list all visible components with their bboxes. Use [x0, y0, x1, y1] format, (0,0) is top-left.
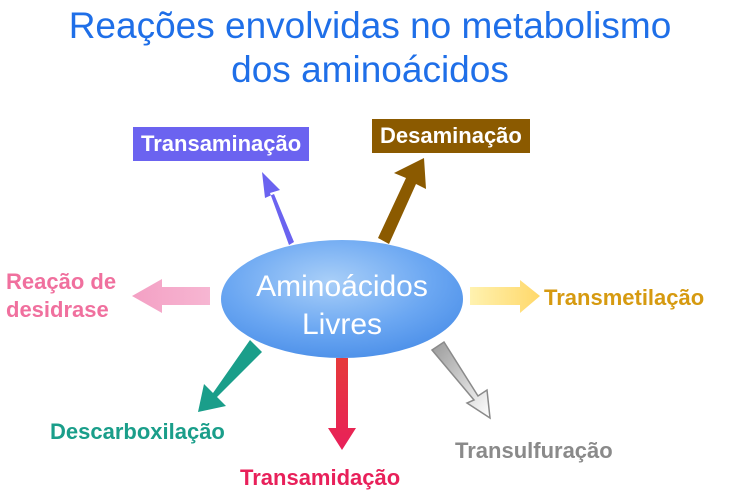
arrow-to-transaminacao: [262, 172, 294, 245]
label-transamidacao: Transamidação: [240, 465, 401, 490]
arrow-to-desaminacao: [378, 158, 426, 244]
label-transaminacao: Transaminação: [133, 127, 310, 161]
arrow-to-transamidacao: [328, 358, 356, 450]
center-label-line-1: Aminoácidos: [256, 270, 428, 303]
label-descarboxilacao: Descarboxilação: [50, 419, 225, 444]
label-desaminacao: Desaminação: [372, 119, 530, 153]
arrow-to-transmetilacao: [470, 280, 540, 313]
label-desidrase-line-1: Reação de: [6, 269, 117, 294]
arrow-to-desidrase: [132, 279, 210, 313]
arrow-to-transulfuracao: [430, 340, 491, 420]
center-label-line-2: Livres: [301, 308, 383, 341]
label-desidrase-line-2: desidrase: [6, 297, 109, 322]
diagram-title: Reações envolvidas no metabolismo dos am…: [0, 4, 740, 92]
label-transmetilacao: Transmetilação: [544, 285, 705, 310]
title-line-2: dos aminoácidos: [231, 49, 509, 90]
label-desidrase: Reação de desidrase: [6, 268, 116, 324]
arrow-to-descarboxilacao: [198, 340, 262, 412]
title-line-1: Reações envolvidas no metabolismo: [68, 5, 672, 46]
center-label: Aminoácidos Livres: [222, 268, 462, 344]
center-ellipse: [221, 240, 463, 358]
label-transulfuracao: Transulfuração: [455, 438, 613, 463]
